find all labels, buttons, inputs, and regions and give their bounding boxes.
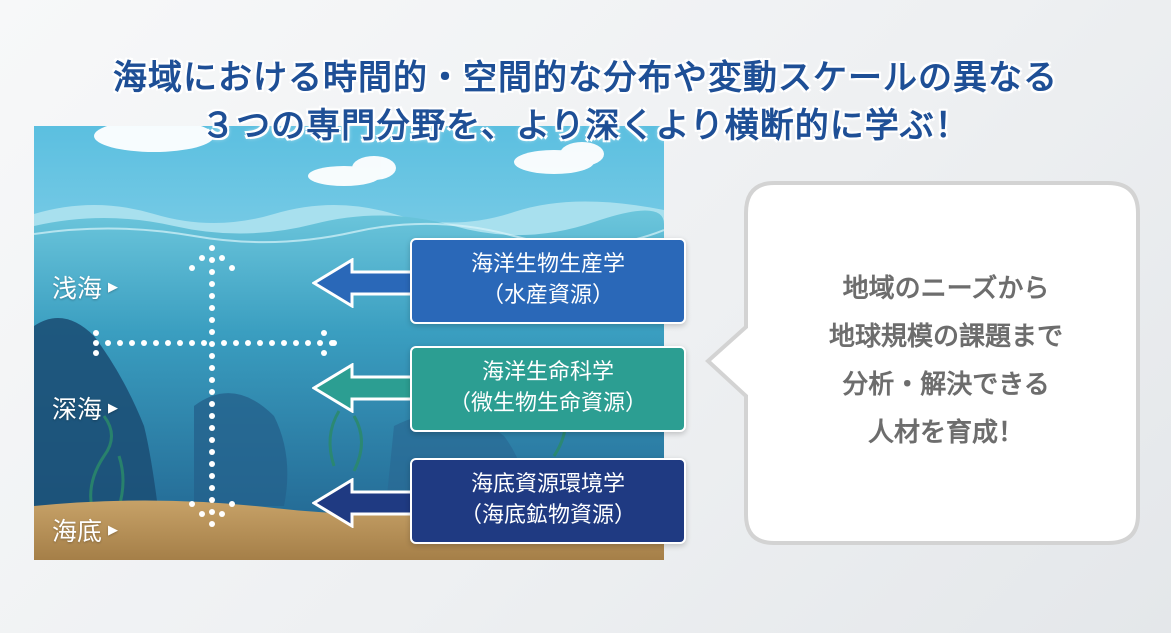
- depth-label-text: 浅海: [52, 274, 103, 303]
- bubble-line: 地球規模の課題まで: [828, 322, 1063, 352]
- field-name: 海底資源環境学: [470, 472, 625, 498]
- triangle-right-icon: ▶: [108, 522, 119, 538]
- bubble-line: 分析・解決できる: [842, 370, 1050, 400]
- speech-bubble: 地域のニーズから 地球規模の課題まで 分析・解決できる 人材を育成！: [704, 181, 1144, 547]
- field-box-marine-biological-production: 海洋生物生産学 （水産資源）: [410, 238, 686, 324]
- bubble-message: 地域のニーズから 地球規模の課題まで 分析・解決できる 人材を育成！: [748, 265, 1144, 457]
- headline-line-1: 海域における時間的・空間的な分布や変動スケールの異なる: [113, 58, 1058, 98]
- depth-label-text: 海底: [52, 517, 103, 546]
- field-subtitle: （水産資源）: [481, 283, 614, 308]
- arrow-left-icon: [312, 363, 412, 413]
- headline-line-2: ３つの専門分野を、より深くより横断的に学ぶ！: [201, 106, 970, 146]
- field-subtitle: （海底鉱物資源）: [459, 503, 636, 528]
- arrow-left-icon: [312, 258, 412, 308]
- bubble-line: 人材を育成！: [867, 418, 1024, 448]
- field-subtitle: （微生物生命資源）: [448, 391, 647, 416]
- speech-bubble-shape: [705, 181, 1140, 545]
- depth-label-seabed: 海底 ▶: [52, 512, 118, 548]
- triangle-right-icon: ▶: [108, 400, 119, 416]
- field-box-marine-life-science: 海洋生命科学 （微生物生命資源）: [410, 346, 686, 432]
- depth-label-text: 深海: [52, 395, 103, 424]
- arrow-left-icon: [312, 478, 412, 528]
- field-name: 海洋生命科学: [481, 360, 614, 386]
- field-box-seabed-resource-environment: 海底資源環境学 （海底鉱物資源）: [410, 458, 686, 544]
- triangle-right-icon: ▶: [108, 279, 119, 295]
- field-name: 海洋生物生産学: [470, 252, 625, 278]
- depth-label-deep: 深海 ▶: [52, 390, 118, 426]
- depth-label-shallow: 浅海 ▶: [52, 269, 118, 305]
- bubble-line: 地域のニーズから: [842, 274, 1050, 304]
